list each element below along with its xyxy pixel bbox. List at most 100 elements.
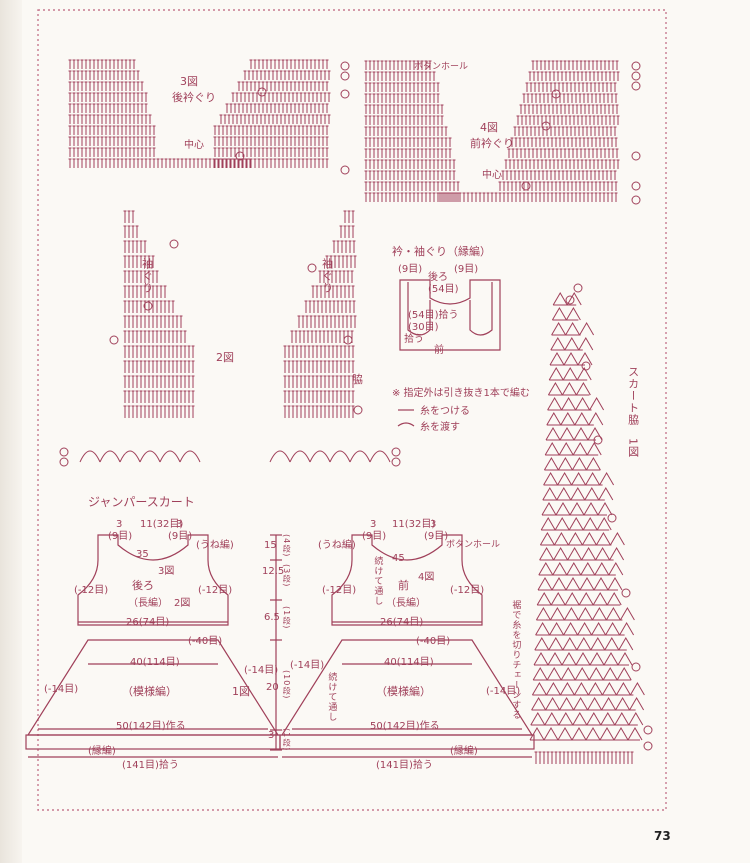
skirt-v-stitch	[548, 637, 564, 651]
front-stitch-label: （長編）	[386, 598, 426, 609]
skirt-v-stitch	[583, 502, 599, 516]
skirt-v-stitch	[578, 337, 594, 351]
fig2-armhole-right-label: 袖ぐり	[320, 258, 334, 294]
page-dashed-border	[37, 9, 667, 811]
skirt-v-stitch	[553, 532, 569, 546]
skirt-v-stitch	[562, 367, 578, 381]
skirt-v-stitch	[616, 667, 632, 681]
skirt-v-stitch	[567, 532, 583, 546]
armhole-row-mark	[353, 405, 363, 415]
skirt-v-stitch	[546, 667, 562, 681]
armhole-fan-edge	[309, 450, 331, 463]
edging-back-label: 後ろ	[428, 272, 448, 283]
skirt-v-stitch	[565, 322, 581, 336]
skirt-v-stitch	[586, 442, 602, 456]
skirt-v-stitch	[545, 697, 561, 711]
back-neck-row-mark	[257, 87, 267, 97]
skirt-v-stitch	[562, 637, 578, 651]
skirt-v-stitch	[563, 622, 579, 636]
skirt-row-mark	[643, 725, 653, 735]
skirt-v-stitch	[577, 607, 593, 621]
back-border-label: (縁編)	[88, 746, 116, 757]
skirt-v-stitch	[619, 607, 635, 621]
skirt-v-stitch	[547, 397, 563, 411]
skirt-v-stitch	[546, 412, 562, 426]
skirt-v-stitch	[588, 412, 604, 426]
front-piece-label: 前	[398, 579, 409, 592]
skirt-v-stitch	[608, 562, 624, 576]
front-minus12-right: (-12目)	[450, 585, 485, 596]
skirt-v-stitch	[573, 427, 589, 441]
skirt-v-stitch	[551, 322, 567, 336]
front-ridge-label: (うね編)	[318, 540, 356, 551]
skirt-v-stitch	[617, 652, 633, 666]
skirt-v-stitch	[601, 682, 617, 696]
skirt-v-stitch	[571, 457, 587, 471]
skirt-v-stitch	[575, 397, 591, 411]
skirt-v-stitch	[561, 397, 577, 411]
front-45-label: 45	[392, 553, 405, 564]
edging-pick-side: 拾う	[404, 334, 424, 345]
skirt-v-stitch	[559, 697, 575, 711]
fig3-subtitle: 後衿ぐり	[172, 91, 216, 104]
skirt-v-stitch	[575, 382, 591, 396]
skirt-v-stitch	[590, 637, 606, 651]
page-number: 73	[654, 829, 671, 843]
skirt-row-mark	[593, 435, 603, 445]
skirt-v-stitch	[595, 532, 611, 546]
skirt-row-mark	[631, 662, 641, 672]
skirt-v-stitch	[578, 592, 594, 606]
skirt-v-stitch	[556, 487, 572, 501]
front-neck-row-mark	[631, 81, 641, 91]
skirt-v-stitch	[613, 727, 629, 741]
back-pattern-label: （模様編）	[122, 685, 177, 698]
skirt-v-stitch	[568, 517, 584, 531]
back-minus40-label: (-40目)	[188, 636, 223, 647]
dim-3b: 3	[268, 730, 275, 741]
skirt-v-stitch	[570, 487, 586, 501]
front-neck-row-mark	[631, 195, 641, 205]
back-pick-label: (141目)拾う	[122, 760, 179, 771]
skirt-v-stitch	[627, 727, 643, 741]
skirt-v-stitch	[547, 382, 563, 396]
front-border-label: (縁編)	[450, 746, 478, 757]
dim-10rows: (10段)	[282, 670, 292, 700]
edging-54-label: (54目)	[428, 284, 459, 295]
edging-30-label: (30目)	[408, 322, 439, 333]
skirt-v-stitch	[550, 592, 566, 606]
skirt-v-stitch	[585, 727, 601, 741]
dim-4rows: (4段)	[282, 534, 292, 558]
skirt-v-stitch	[538, 562, 554, 576]
front-fig4-label: 4図	[418, 572, 435, 583]
skirt-v-stitch	[560, 412, 576, 426]
skirt-v-stitch	[558, 442, 574, 456]
skirt-v-stitch	[537, 577, 553, 591]
skirt-v-stitch	[561, 652, 577, 666]
skirt-v-stitch	[540, 517, 556, 531]
edging-54-pick-label: (54目)拾う	[408, 310, 459, 321]
dim-125: 12.5	[262, 566, 285, 577]
armhole-row-mark	[391, 447, 401, 457]
front-nine-right: (9目)	[424, 531, 449, 542]
skirt-v-stitch	[531, 682, 547, 696]
skirt-v-stitch	[587, 682, 603, 696]
skirt-row-mark	[573, 283, 583, 293]
skirt-v-stitch	[545, 682, 561, 696]
back-50-label: 50(142目)作る	[116, 721, 186, 732]
back-border-band	[25, 734, 281, 750]
skirt-v-stitch	[542, 487, 558, 501]
skirt-v-stitch	[574, 412, 590, 426]
skirt-v-stitch	[561, 382, 577, 396]
skirt-v-stitch	[544, 712, 560, 726]
skirt-v-stitch	[629, 697, 645, 711]
back-piece-label: 後ろ	[132, 579, 154, 592]
back-minus12-left: (-12目)	[74, 585, 109, 596]
front-minus14-left: (-14目)	[290, 660, 325, 671]
skirt-v-stitch	[589, 652, 605, 666]
skirt-v-stitch	[599, 472, 615, 486]
fig4-subtitle: 前衿ぐり	[470, 137, 514, 150]
skirt-v-stitch	[615, 697, 631, 711]
back-fig2-label: 2図	[174, 598, 191, 609]
armhole-fan-edge	[99, 450, 121, 463]
